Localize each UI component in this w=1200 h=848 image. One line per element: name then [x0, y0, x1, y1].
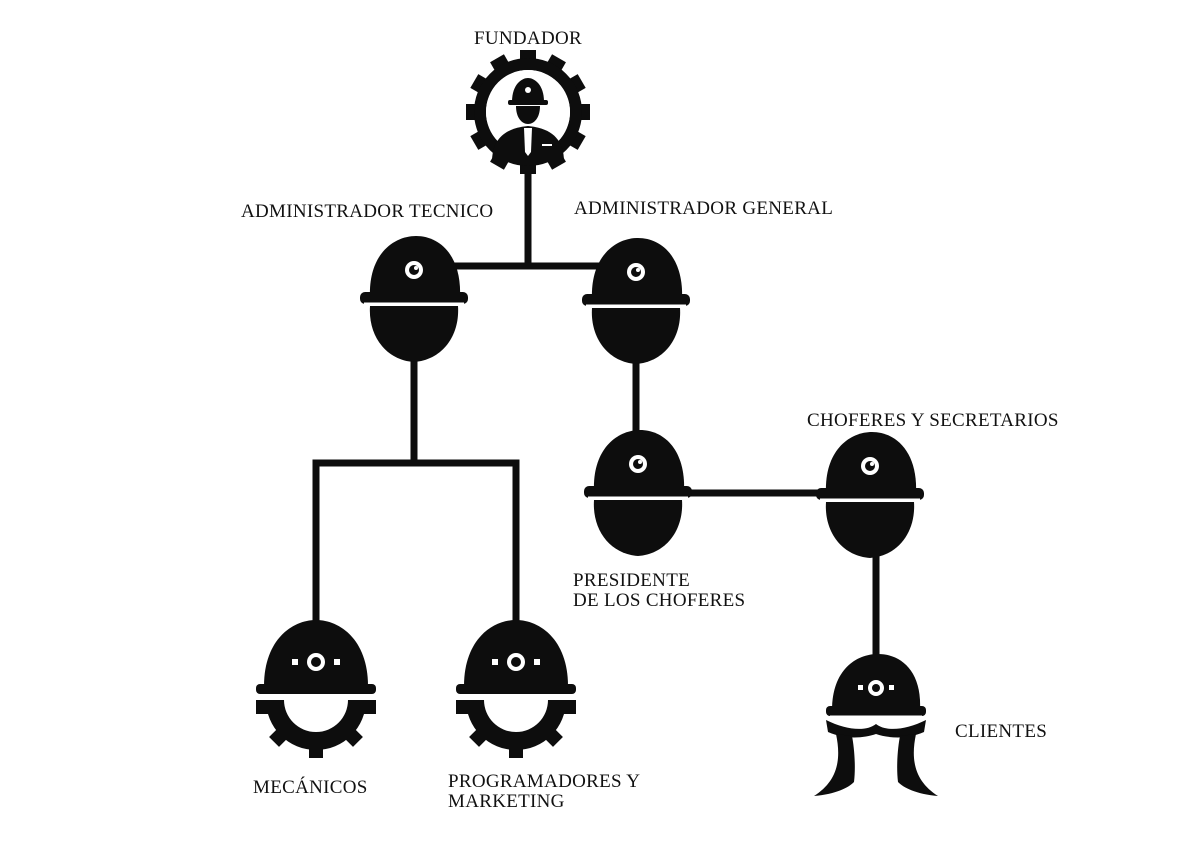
- node-label-admin-tecnico: ADMINISTRADOR TECNICO: [241, 201, 494, 222]
- programadores-hardhat-gear-icon: [454, 618, 578, 760]
- node-label-clientes: CLIENTES: [955, 721, 1048, 742]
- clientes-hardhat-woman-icon: [812, 652, 940, 798]
- node-label-fundador: FUNDADOR: [474, 28, 582, 49]
- admin-tecnico-hardhat-icon: [358, 234, 470, 364]
- node-label-mecanicos: MECÁNICOS: [253, 777, 368, 798]
- node-label-programadores-line2: MARKETING: [448, 791, 565, 812]
- connector-lines: [312, 166, 880, 668]
- admin-general-hardhat-icon: [580, 236, 692, 366]
- node-label-programadores-line1: PROGRAMADORES Y: [448, 771, 641, 792]
- choferes-hardhat-icon: [814, 430, 926, 560]
- node-label-presidente-line1: PRESIDENTE: [573, 570, 690, 591]
- mecanicos-hardhat-gear-icon: [254, 618, 378, 760]
- presidente-hardhat-icon: [582, 428, 694, 558]
- node-label-choferes: CHOFERES Y SECRETARIOS: [807, 410, 1059, 431]
- node-label-presidente-line2: DE LOS CHOFERES: [573, 590, 746, 611]
- worker-in-gear-icon: [466, 50, 590, 174]
- node-label-admin-general: ADMINISTRADOR GENERAL: [574, 198, 834, 219]
